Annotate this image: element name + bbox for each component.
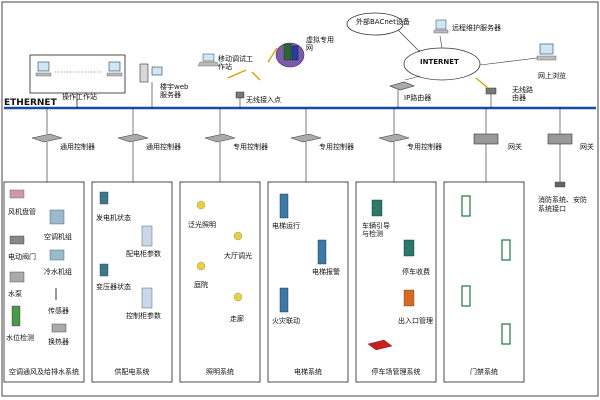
bacnet-label: 外部BACnet设备 [356, 18, 410, 26]
internet-cloud [346, 12, 481, 81]
elevator-title: 电梯系统 [294, 368, 322, 376]
parking-box [355, 181, 437, 383]
mobile-debug-label: 移动调试工作站 [218, 55, 253, 71]
ip-router-icon [389, 75, 421, 108]
lighting-item: 走廊 [230, 315, 244, 323]
remote-server-label: 远程维护服务器 [452, 24, 501, 32]
hvac-item: 水泵 [8, 290, 22, 298]
ethernet-label: ETHERNET [4, 98, 57, 108]
hvac-item: 电动阀门 [8, 253, 36, 261]
vpn-label: 虚拟专用网 [306, 36, 334, 52]
parking-title: 停车场管理系统 [371, 368, 421, 376]
power-item: 发电机状态 [96, 214, 131, 222]
wireless-ap-label: 无线接入点 [246, 96, 281, 104]
controller-label-4: 专用控制器 [319, 143, 354, 151]
parking-item: 停车收费 [402, 268, 430, 276]
power-item: 控制柜参数 [126, 312, 161, 320]
elevator-box [267, 181, 349, 383]
hvac-item: 冷水机组 [44, 268, 72, 276]
access-box [443, 181, 525, 383]
operator-station-label: 操作工作站 [62, 93, 97, 101]
parking-item: 车辆引导与检测 [362, 222, 390, 238]
controller-switch-icon [31, 108, 573, 188]
wireless-ap-icon [227, 69, 261, 108]
laptop-icon [197, 53, 220, 67]
parking-item: 出入口管理 [398, 317, 433, 325]
hvac-device-icons [9, 189, 67, 333]
hvac-title: 空调通风及给排水系统 [9, 368, 79, 376]
power-item: 变压器状态 [96, 283, 131, 291]
controller-label-5: 专用控制器 [407, 143, 442, 151]
web-server-icon [139, 63, 163, 108]
gateway-label-1: 网关 [508, 143, 522, 151]
hvac-item: 换热器 [48, 338, 69, 346]
power-box [91, 181, 173, 383]
internet-label: INTERNET [420, 58, 459, 66]
lighting-item: 泛光照明 [188, 221, 216, 229]
web-browse-label: 网上浏览 [538, 72, 566, 80]
lighting-box [179, 181, 261, 383]
fire-security-label: 消防系统、安防系统接口 [538, 196, 587, 213]
controller-label-3: 专用控制器 [233, 143, 268, 151]
hvac-box [3, 181, 85, 383]
hvac-item: 传感器 [48, 307, 69, 315]
wireless-router-icon [475, 77, 497, 108]
lighting-item: 大厅调光 [224, 252, 252, 260]
lightbulb-icons [196, 200, 243, 302]
elevator-item: 电梯报警 [312, 268, 340, 276]
access-title: 门禁系统 [470, 368, 498, 376]
gateway-label-2: 网关 [580, 143, 594, 151]
parking-device-icons [367, 199, 415, 351]
elevator-item: 火灾联动 [272, 317, 300, 325]
elevator-icons [279, 193, 327, 313]
door-icons [461, 195, 511, 345]
browser-pc-icon [479, 43, 557, 66]
controller-label-2: 通用控制器 [146, 143, 181, 151]
power-title: 供配电系统 [114, 368, 150, 376]
power-device-icons [99, 191, 153, 309]
ip-router-label: IP路由器 [404, 94, 432, 102]
operator-workstation-icon [35, 61, 123, 77]
elevator-item: 电梯运行 [272, 222, 300, 230]
remote-server-icon [433, 19, 449, 34]
controller-label-1: 通用控制器 [60, 143, 95, 151]
hvac-item: 水位检测 [6, 334, 34, 342]
operator-group-box [29, 54, 126, 94]
hvac-item: 空调机组 [44, 233, 72, 241]
lighting-title: 照明系统 [206, 368, 234, 376]
vpn-server-icon [267, 42, 305, 68]
web-server-label: 楼宇web服务器 [160, 83, 189, 99]
wireless-router-label: 无线路由器 [512, 86, 533, 102]
hvac-item: 风机盘管 [8, 208, 36, 216]
power-item: 配电柜参数 [126, 250, 161, 258]
lighting-item: 庭院 [194, 281, 208, 289]
